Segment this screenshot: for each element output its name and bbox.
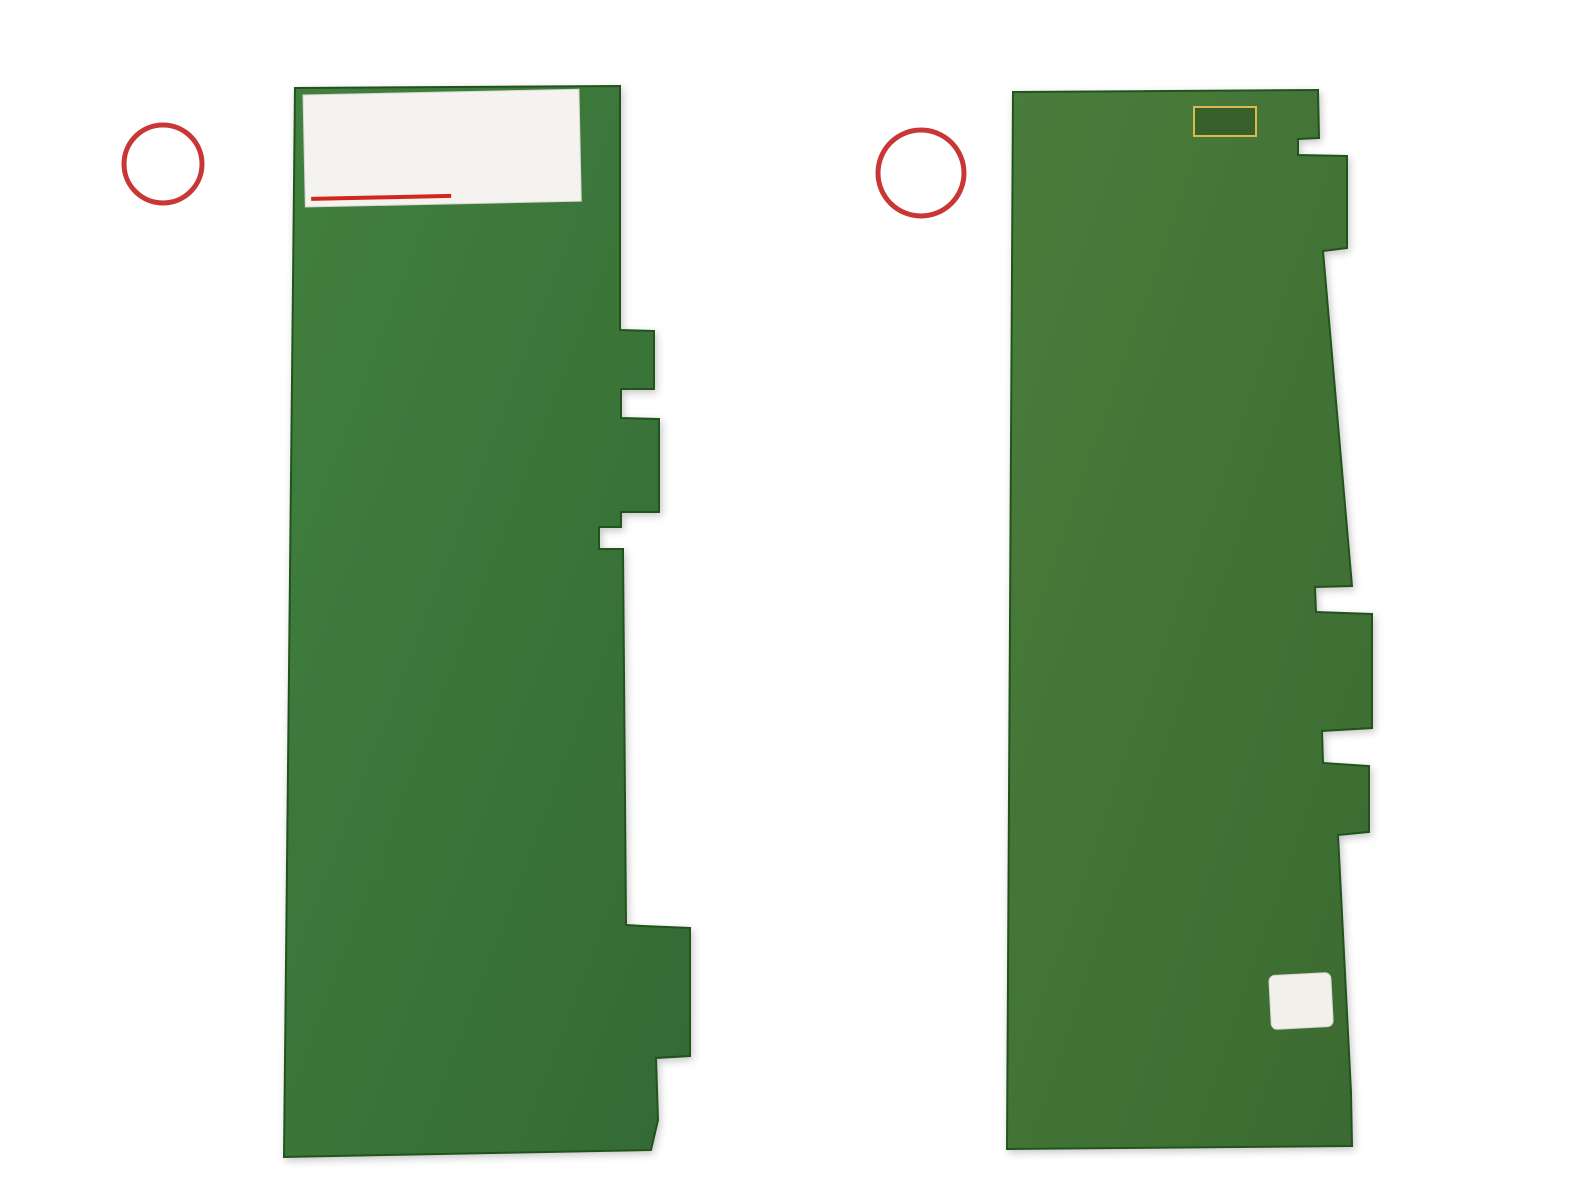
pcb-back-outline — [1005, 88, 1373, 1151]
label-background — [302, 88, 582, 208]
callout-warning — [121, 122, 205, 206]
fujitsu-logo — [1193, 106, 1257, 137]
pcb-front-view — [282, 84, 691, 1159]
date-label-background — [1268, 972, 1334, 1030]
warning-circle — [121, 122, 205, 206]
front-part-label — [302, 88, 582, 208]
fujitsu-logo-frame — [1193, 106, 1257, 137]
callout-view-b — [875, 127, 967, 219]
back-date-label — [1268, 972, 1334, 1030]
red-underline — [311, 193, 452, 201]
view-b-circle — [875, 127, 967, 219]
pcb-back-view — [1005, 88, 1373, 1151]
pcb-front-outline — [282, 84, 691, 1159]
